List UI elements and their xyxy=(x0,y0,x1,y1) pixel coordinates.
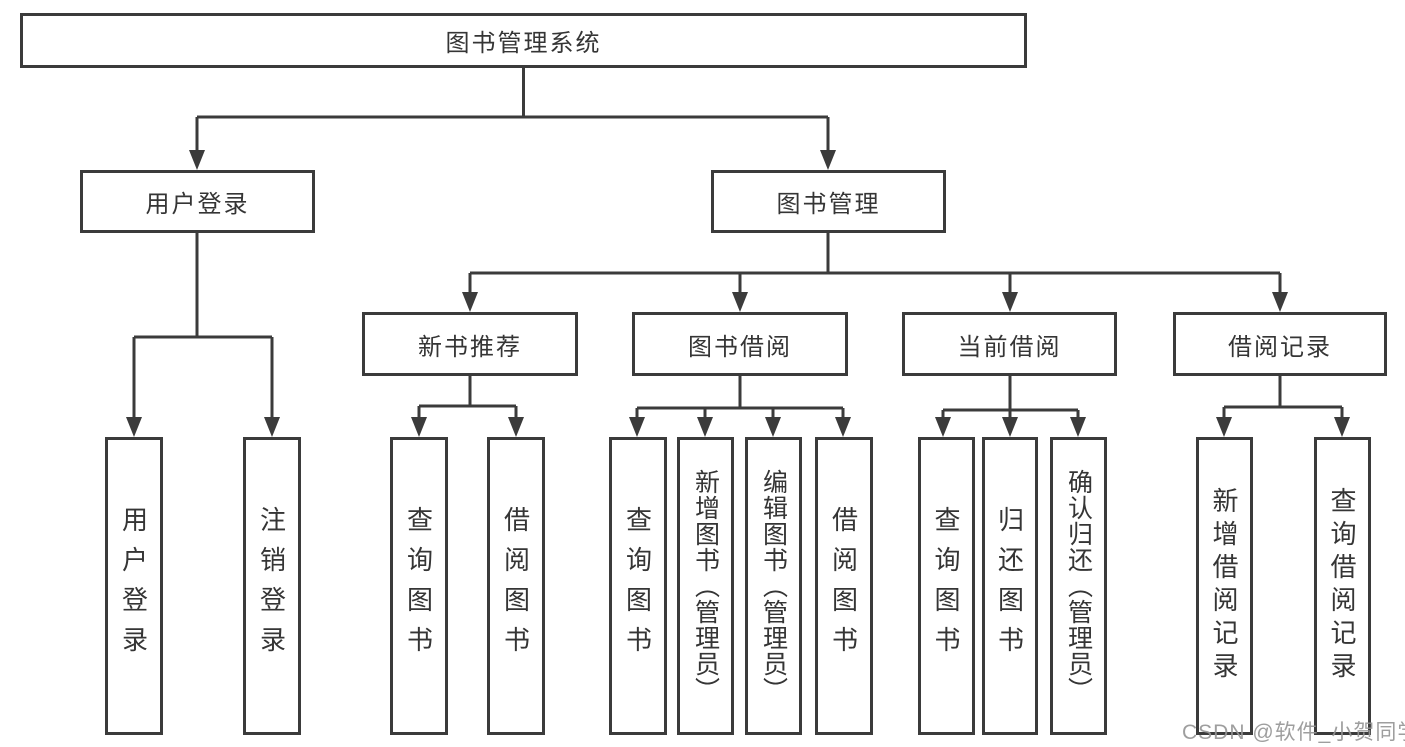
leaf-query-books-current: 查询图书 xyxy=(918,437,975,735)
node-book-borrowing: 图书借阅 xyxy=(632,312,848,376)
watermark: CSDN @软件_小贺同学 xyxy=(1182,721,1405,744)
leaf-query-books-recommend: 查询图书 xyxy=(390,437,448,735)
leaf-query-borrow-record: 查询借阅记录 xyxy=(1314,437,1371,735)
leaf-return-book: 归还图书 xyxy=(982,437,1038,735)
node-borrowing-records: 借阅记录 xyxy=(1173,312,1387,376)
arrowhead-icons xyxy=(126,150,1350,437)
node-root-system: 图书管理系统 xyxy=(20,13,1027,68)
node-current-borrowing: 当前借阅 xyxy=(902,312,1117,376)
leaf-logout: 注销登录 xyxy=(243,437,301,735)
leaf-borrow-books-recommend: 借阅图书 xyxy=(487,437,545,735)
leaf-add-book-admin: 新增图书（管理员） xyxy=(677,437,734,735)
leaf-edit-book-admin: 编辑图书（管理员） xyxy=(745,437,802,735)
leaf-confirm-return-admin: 确认归还（管理员） xyxy=(1050,437,1107,735)
leaf-user-login: 用户登录 xyxy=(105,437,163,735)
node-user-login-branch: 用户登录 xyxy=(80,170,315,233)
leaf-borrow-books: 借阅图书 xyxy=(815,437,873,735)
node-book-management-branch: 图书管理 xyxy=(711,170,946,233)
leaf-query-books-borrow: 查询图书 xyxy=(609,437,667,735)
leaf-add-borrow-record: 新增借阅记录 xyxy=(1196,437,1253,735)
node-new-book-recommend: 新书推荐 xyxy=(362,312,578,376)
